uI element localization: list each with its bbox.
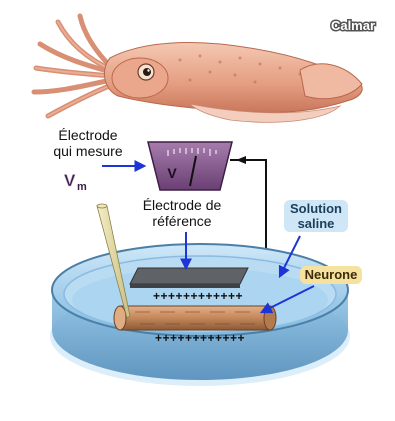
vm-badge: V m <box>64 171 87 193</box>
saline-label: Solution saline <box>284 200 348 232</box>
neuron-label-text: Neurone <box>305 267 358 282</box>
saline-label-line2: saline <box>298 216 335 231</box>
charges-top: ++++++++++++ <box>153 289 243 303</box>
neuron-label: Neurone <box>300 266 362 284</box>
reference-electrode-label-line2: référence <box>152 213 211 229</box>
voltmeter-label: V <box>167 165 177 181</box>
saline-label-line1: Solution <box>290 201 342 216</box>
vm-main: V <box>64 171 76 190</box>
reference-electrode-plate <box>130 268 248 288</box>
measuring-electrode-label-line2: qui mesure <box>53 143 122 159</box>
measuring-electrode-label-line1: Électrode <box>58 127 117 143</box>
voltmeter-icon: V <box>148 142 232 190</box>
charges-bottom: ++++++++++++ <box>155 331 245 345</box>
reference-electrode-label-line1: Électrode de <box>143 197 222 213</box>
vm-sub: m <box>77 181 87 193</box>
squid-illustration <box>34 16 362 122</box>
neuron-axon <box>114 306 276 330</box>
squid-label: Calmar <box>331 18 375 33</box>
